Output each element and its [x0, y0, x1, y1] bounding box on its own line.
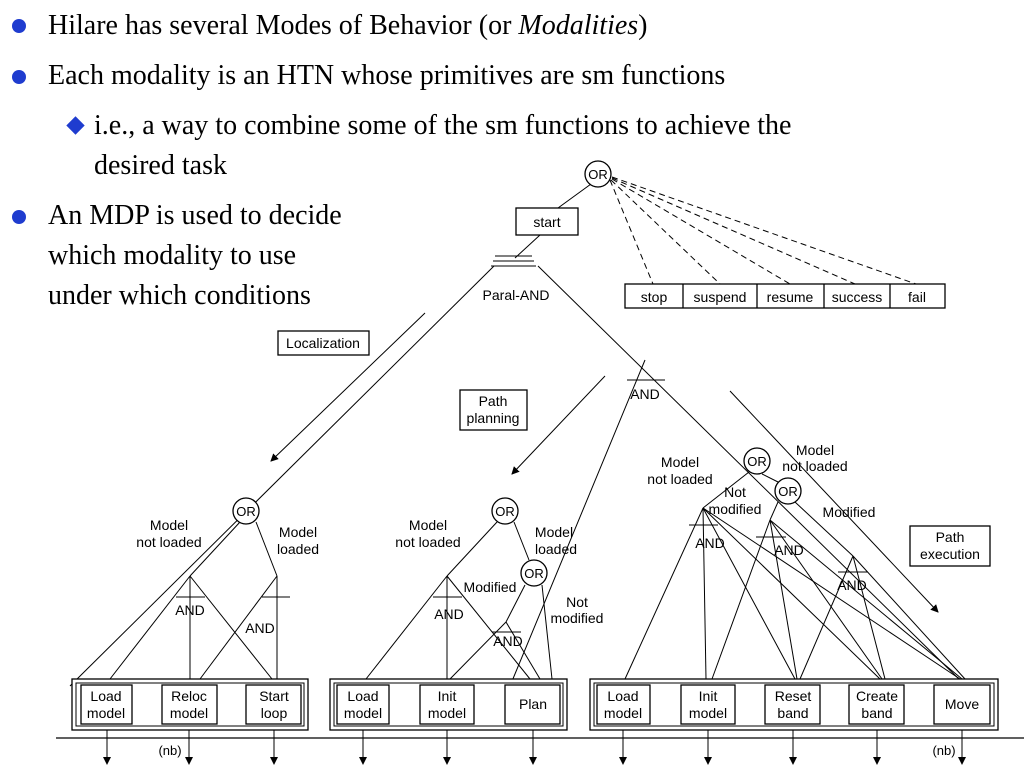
g3-init-model-l2: model	[689, 705, 727, 721]
bullet-2-text: Each modality is an HTN whose primitives…	[48, 60, 726, 91]
control-stop: stop	[641, 289, 668, 305]
g3-reset-band-l1: Reset	[775, 688, 812, 704]
g1-reloc-model-l2: model	[170, 705, 208, 721]
g3-not-loaded-left-line-1: Model	[661, 454, 699, 470]
g1-and-1: AND	[175, 602, 205, 618]
bullet-dot-2	[12, 70, 26, 84]
g3-modified-label: Modified	[823, 504, 876, 520]
path-execution-line-2: execution	[920, 546, 980, 562]
bullet-1-emphasis: Modalities	[518, 10, 639, 41]
or-label-5: OR	[778, 484, 798, 499]
g3-init-model-l1: Init	[699, 688, 718, 704]
start-label: start	[533, 214, 560, 230]
bullet-1-pre: Hilare has several Modes of Behavior (or	[48, 10, 519, 41]
control-resume: resume	[767, 289, 814, 305]
g3-and-2: AND	[774, 542, 804, 558]
control-boxes: stop suspend resume success fail	[624, 283, 946, 309]
g3-not-loaded-right-line-1: Model	[796, 442, 834, 458]
g3-reset-band-l2: band	[777, 705, 808, 721]
g3-not-loaded-left-line-2: not loaded	[647, 471, 712, 487]
control-success: success	[832, 289, 883, 305]
or-node-planning-loaded: OR	[520, 559, 548, 587]
group-localization-primitives: Load model Reloc model Start loop	[71, 678, 309, 731]
g2-modified-label: Modified	[464, 579, 517, 595]
or-node-planning: OR	[491, 497, 519, 525]
control-suspend: suspend	[694, 289, 747, 305]
g2-plan: Plan	[519, 696, 547, 712]
g3-not-loaded-right-line-2: not loaded	[782, 458, 847, 474]
g3-and-3: AND	[837, 577, 867, 593]
g2-and-1: AND	[434, 606, 464, 622]
or-label-2: OR	[495, 504, 515, 519]
bullet-dot-1	[12, 19, 26, 33]
g1-load-model-l1: Load	[90, 688, 121, 704]
or-label-4: OR	[747, 454, 767, 469]
g3-not-modified-line-1: Not	[724, 484, 746, 500]
g1-start-loop-l2: loop	[261, 705, 288, 721]
g1-load-model-l2: model	[87, 705, 125, 721]
g2-not-loaded-line-2: not loaded	[395, 534, 460, 550]
group-execution-primitives: Load model Init model Reset band Create …	[589, 678, 999, 731]
g3-create-band-l1: Create	[856, 688, 898, 704]
g1-and-2: AND	[245, 620, 275, 636]
path-planning-line-2: planning	[467, 410, 520, 426]
top-or-label: OR	[588, 167, 608, 182]
g2-load-model-l2: model	[344, 705, 382, 721]
g2-not-modified-line-1: Not	[566, 594, 588, 610]
path-planning-line-1: Path	[479, 393, 508, 409]
or-node-execution: OR	[743, 447, 771, 475]
path-execution-box: Path execution	[909, 525, 991, 567]
or-node-execution-loaded: OR	[774, 477, 802, 505]
or-label-1: OR	[236, 504, 256, 519]
nb-label-right: (nb)	[932, 743, 955, 758]
g1-loaded-line-1: Model	[279, 524, 317, 540]
g3-move: Move	[945, 696, 979, 712]
g2-loaded-line-1: Model	[535, 524, 573, 540]
or-label-3: OR	[524, 566, 544, 581]
localization-label: Localization	[286, 335, 360, 351]
or-node-localization: OR	[232, 497, 260, 525]
g3-create-band-l2: band	[861, 705, 892, 721]
sub-bullet-line-1: i.e., a way to combine some of the sm fu…	[94, 110, 792, 141]
g2-init-model-l2: model	[428, 705, 466, 721]
localization-box: Localization	[277, 330, 370, 356]
bullet-1-text: Hilare has several Modes of Behavior (or…	[48, 6, 648, 46]
sub-bullet-line-2: desired task	[94, 150, 227, 181]
and-label-mid: AND	[630, 386, 660, 402]
g2-loaded-line-2: loaded	[535, 541, 577, 557]
g1-not-loaded-line-1: Model	[150, 517, 188, 533]
g1-loaded-line-2: loaded	[277, 541, 319, 557]
g1-start-loop-l1: Start	[259, 688, 289, 704]
top-or-node: OR	[584, 160, 612, 188]
bullet-3-line-3: under which conditions	[48, 280, 311, 311]
g1-reloc-model-l1: Reloc	[171, 688, 207, 704]
g3-load-model-l2: model	[604, 705, 642, 721]
bullet-3-line-1: An MDP is used to decide	[48, 200, 342, 231]
path-planning-box: Path planning	[459, 389, 528, 431]
g3-load-model-l1: Load	[607, 688, 638, 704]
group-planning-primitives: Load model Init model Plan	[329, 678, 568, 731]
g3-not-modified-line-2: modified	[709, 501, 762, 517]
control-fail: fail	[908, 289, 926, 305]
nb-label-left: (nb)	[158, 743, 181, 758]
g2-load-model-l1: Load	[347, 688, 378, 704]
paral-and-label: Paral-AND	[483, 287, 550, 303]
path-execution-line-1: Path	[936, 529, 965, 545]
g1-not-loaded-line-2: not loaded	[136, 534, 201, 550]
start-node: start	[515, 207, 579, 236]
g2-and-2: AND	[493, 633, 523, 649]
g3-and-1: AND	[695, 535, 725, 551]
g2-not-loaded-line-1: Model	[409, 517, 447, 533]
g2-not-modified-line-2: modified	[551, 610, 604, 626]
bullet-1-post: )	[638, 10, 648, 41]
g2-init-model-l1: Init	[438, 688, 457, 704]
bullet-dot-3	[12, 210, 26, 224]
bullet-3-line-2: which modality to use	[48, 240, 297, 271]
